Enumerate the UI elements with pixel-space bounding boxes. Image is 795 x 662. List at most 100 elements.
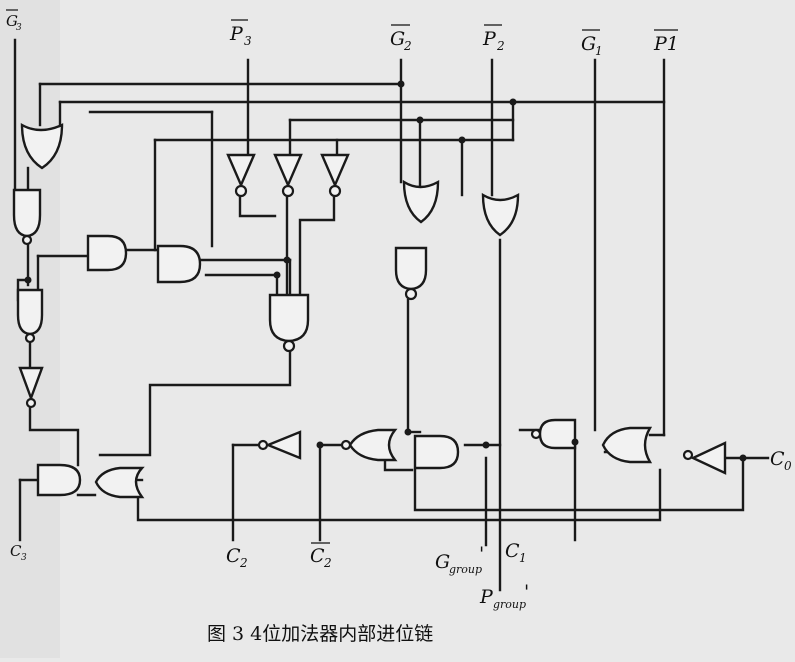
junction <box>509 98 517 106</box>
wires <box>13 38 770 592</box>
label-c2bar-main: C <box>310 545 325 567</box>
label-p2-sub: 2 <box>496 39 505 53</box>
label-ggroup-sub: group <box>449 563 482 576</box>
label-p2-main: P <box>482 28 497 50</box>
wire-l5 <box>28 406 80 467</box>
or-gate-c2 <box>348 428 398 462</box>
and-gate-2 <box>86 234 128 272</box>
wire-r5 <box>383 458 414 472</box>
label-pgroup: P group ' <box>479 581 529 611</box>
label-g2-sub: 2 <box>403 39 412 53</box>
or-gate-1 <box>20 122 64 170</box>
junction <box>273 271 281 279</box>
not-gate-c2 <box>264 430 302 460</box>
junction <box>397 80 405 88</box>
junction <box>458 136 466 144</box>
or-gate-g2 <box>402 179 440 224</box>
not-gate-c0-bubble <box>682 449 694 461</box>
label-ggroup-main: G <box>435 551 450 573</box>
and-gate-4 <box>16 288 44 336</box>
or-gate-c1 <box>601 426 653 464</box>
and-gate-1-bubble <box>21 234 33 246</box>
wire-c0-loop <box>413 456 745 512</box>
label-c1-sub: 1 <box>519 551 527 565</box>
and-gate-g2-bubble <box>404 287 418 301</box>
label-c1-main: C <box>505 540 520 562</box>
label-c0-sub: 0 <box>784 459 792 473</box>
label-p3-sub: 3 <box>244 34 252 48</box>
wire-bottom-loop <box>136 468 662 522</box>
label-g1: G 1 <box>581 29 603 58</box>
label-c2-sub: 2 <box>239 556 248 570</box>
not-gate-3 <box>320 153 350 189</box>
label-c2bar-sub: 2 <box>323 556 332 570</box>
label-c3: C 3 <box>10 542 27 563</box>
and-gate-g1 <box>538 418 577 450</box>
label-ggroup: G group ' <box>435 543 484 576</box>
not-gate-2-bubble <box>281 184 295 198</box>
label-p1-main: P1 <box>653 33 679 55</box>
junction <box>416 116 424 124</box>
label-c1: C 1 <box>505 540 527 565</box>
label-p2: P 2 <box>482 24 505 53</box>
label-c0-main: C <box>770 448 785 470</box>
label-p1: P1 <box>653 29 679 55</box>
or-gate-c2-bubble <box>340 439 352 451</box>
gates <box>12 122 727 499</box>
junction <box>404 428 412 436</box>
not-gate-p3-bubble <box>234 184 248 198</box>
or-gate-p2 <box>481 192 520 237</box>
label-g1-sub: 1 <box>595 44 603 58</box>
label-pgroup-suffix: ' <box>524 581 529 603</box>
junction <box>316 441 324 449</box>
label-c2: C 2 <box>226 545 248 570</box>
not-gate-left-bubble <box>25 397 37 409</box>
label-p3-main: P <box>229 23 244 45</box>
not-gate-left <box>18 366 44 402</box>
label-pgroup-main: P <box>479 586 494 608</box>
label-c3-main: C <box>10 542 22 560</box>
not-gate-3-bubble <box>328 184 342 198</box>
label-ggroup-suffix: ' <box>479 543 484 565</box>
junction <box>24 276 32 284</box>
junctions <box>24 80 747 462</box>
and-gate-big-bubble <box>282 339 296 353</box>
label-c2bar: C 2 <box>310 542 332 570</box>
and-gate-c2 <box>413 434 460 470</box>
label-g3-top-main: G <box>6 12 18 30</box>
and-gate-3 <box>156 244 202 284</box>
label-c3-sub: 3 <box>21 553 27 563</box>
label-g3-top-sub: 3 <box>16 23 22 33</box>
and-gate-g2 <box>394 246 428 291</box>
or-gate-c3 <box>94 466 145 499</box>
and-gate-g1-bubble <box>530 428 542 440</box>
label-g2: G 2 <box>390 24 412 53</box>
junction <box>739 454 747 462</box>
label-g1-main: G <box>581 33 596 55</box>
label-p3: P 3 <box>229 19 252 48</box>
and-gate-big <box>268 293 310 343</box>
wire-m9 <box>98 348 292 457</box>
wire-m4 <box>238 196 277 218</box>
not-gate-2 <box>273 153 303 189</box>
not-gate-c2-bubble <box>257 439 269 451</box>
junction <box>283 256 291 264</box>
junction <box>482 441 490 449</box>
and-gate-1 <box>12 188 42 238</box>
junction <box>571 438 579 446</box>
label-pgroup-sub: group <box>493 598 526 611</box>
and-gate-c3 <box>36 463 82 497</box>
label-c0: C 0 <box>770 448 792 473</box>
labels: G 3 P 3 G 2 P 2 G 1 P1 <box>6 9 792 611</box>
figure-caption: 图 3 4位加法器内部进位链 <box>207 623 433 645</box>
not-gate-c0 <box>690 441 727 475</box>
label-g3-top: G 3 <box>6 9 22 33</box>
label-c2-main: C <box>226 545 241 567</box>
label-g2-main: G <box>390 28 405 50</box>
not-gate-p3 <box>226 153 256 189</box>
and-gate-4-bubble <box>24 332 36 344</box>
wire-m6 <box>298 196 336 297</box>
